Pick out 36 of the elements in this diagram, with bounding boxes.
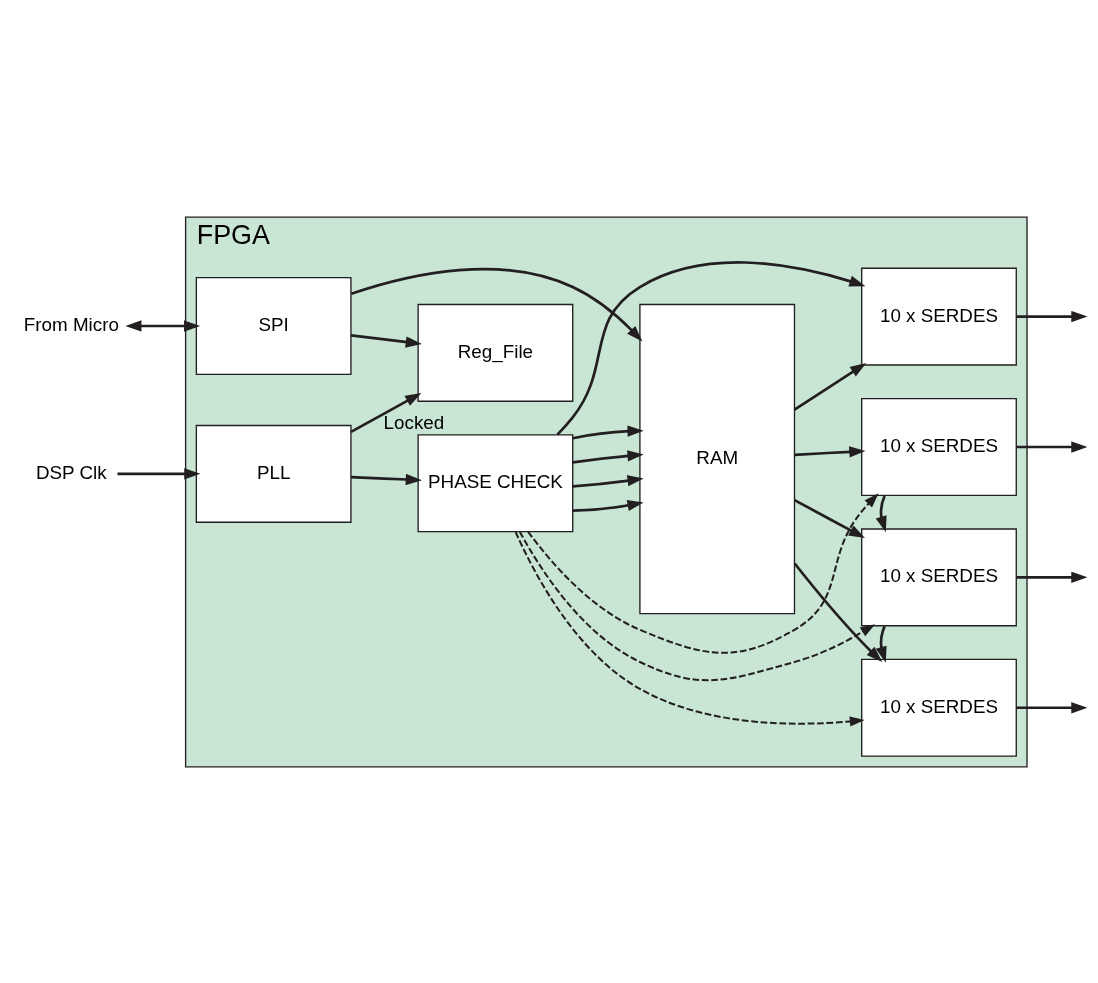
arrow (875, 495, 887, 532)
node-text: DSP Clk (36, 461, 107, 483)
arrow (117, 467, 201, 479)
arrow (125, 319, 201, 332)
node-box: Reg_File (417, 303, 574, 402)
node-box: PLL (195, 424, 352, 523)
arrow (1016, 701, 1088, 713)
arrow (572, 474, 644, 488)
arrow (793, 498, 865, 538)
node-box: 10 x SERDES (861, 527, 1017, 626)
arrow (875, 625, 887, 663)
arrow (793, 562, 883, 662)
arrow (794, 445, 866, 457)
arrow (514, 531, 865, 727)
arrow (1016, 440, 1088, 453)
node-box: 10 x SERDES (861, 267, 1017, 366)
arrow (527, 492, 879, 654)
arrow (572, 424, 644, 440)
arrow (793, 362, 867, 411)
edge-label: Locked (383, 411, 445, 433)
arrow (556, 260, 866, 436)
arrow (350, 392, 422, 433)
arrow (1016, 310, 1088, 322)
node-text: From Micro (23, 313, 119, 335)
arrow (572, 449, 644, 464)
node-box: PHASE CHECK (417, 433, 574, 532)
node-box: SPI (195, 276, 352, 375)
node-box: RAM (639, 303, 796, 614)
arrow (518, 530, 876, 681)
arrow (572, 499, 644, 512)
arrow (350, 473, 422, 485)
arrow (350, 333, 422, 348)
node-box: 10 x SERDES (861, 397, 1017, 496)
arrow (1016, 571, 1088, 583)
node-box: 10 x SERDES (861, 658, 1017, 757)
arrow (350, 267, 643, 342)
